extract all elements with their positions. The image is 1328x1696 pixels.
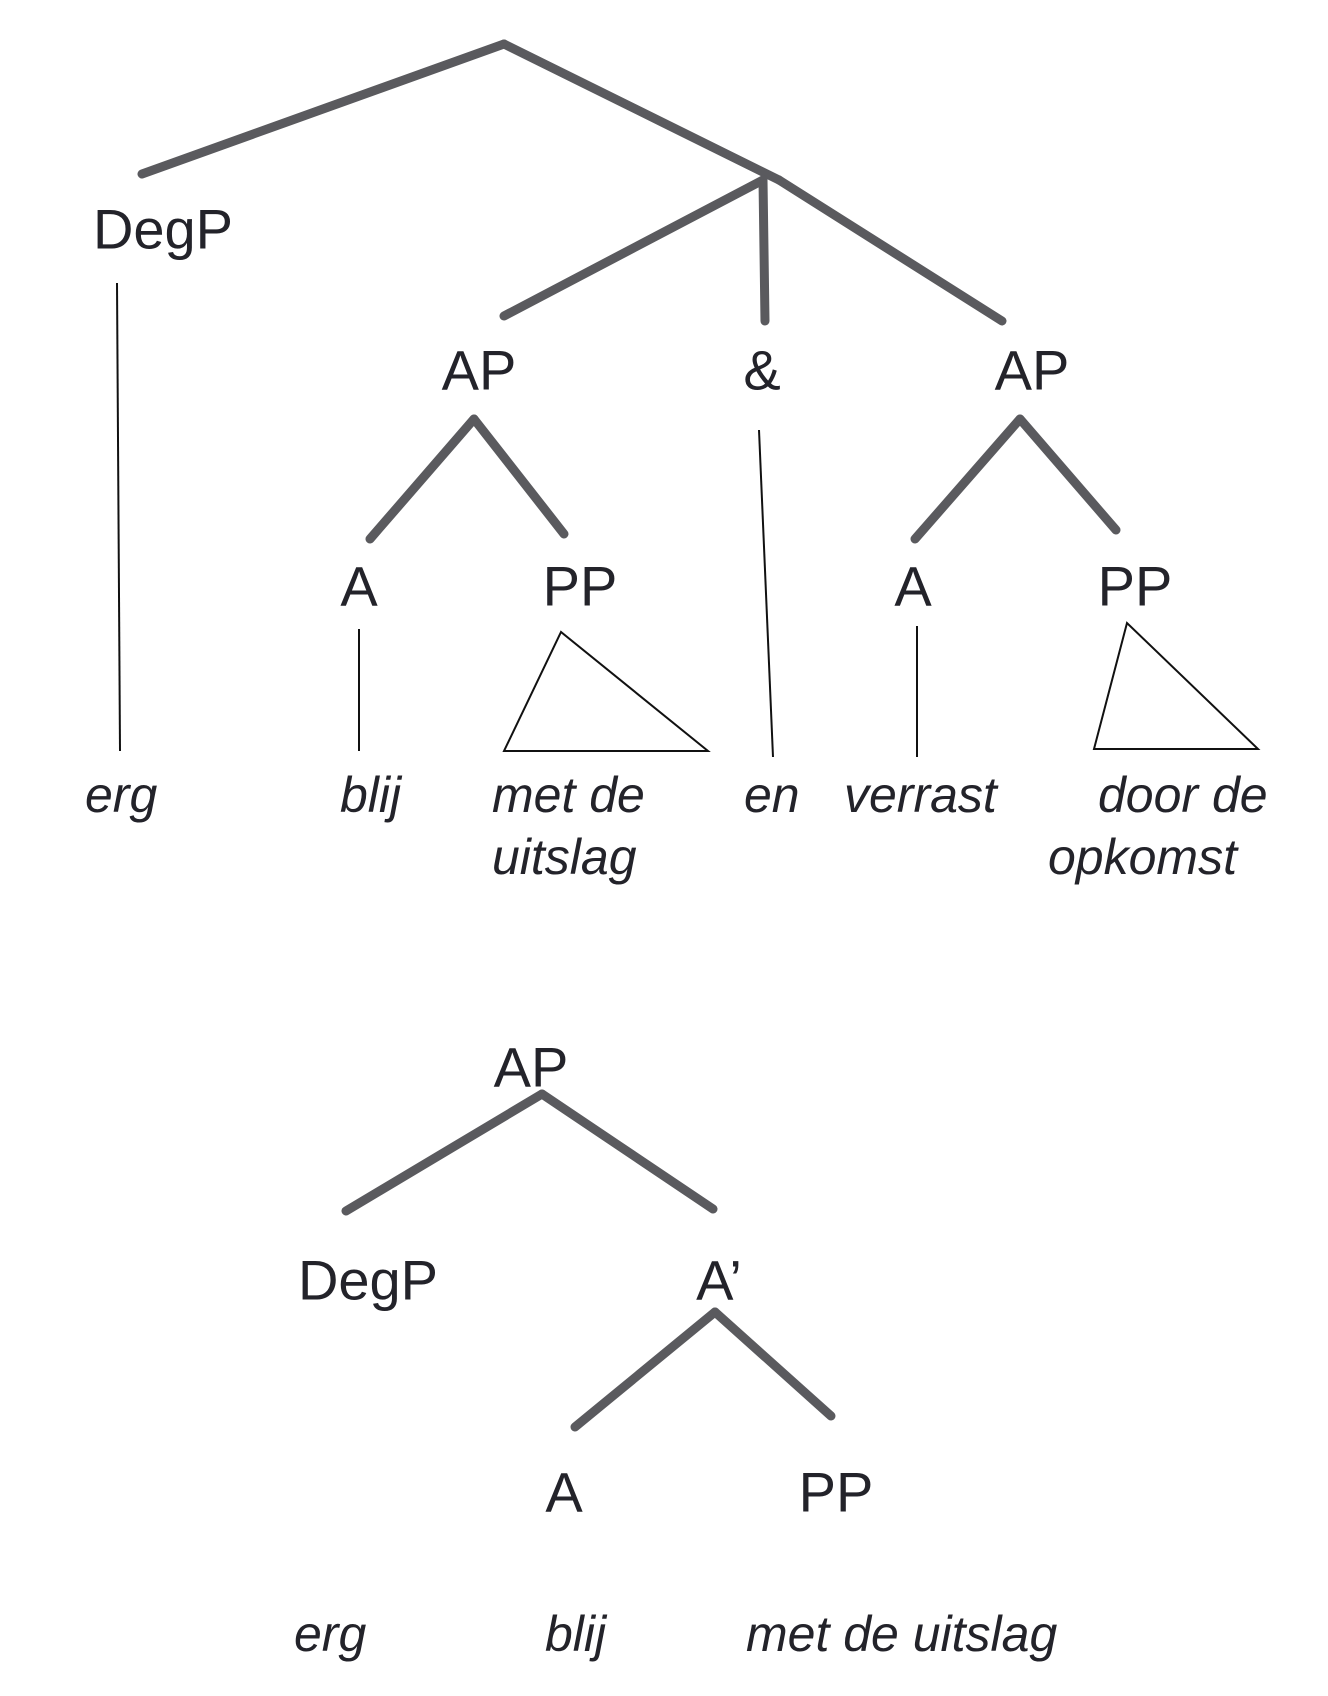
tree-2-words: erg blij met de uitslag bbox=[294, 1606, 1057, 1662]
branch-root-degp bbox=[137, 39, 509, 179]
node-a-left: A bbox=[340, 555, 378, 618]
node-a: A bbox=[545, 1461, 583, 1524]
line-conj-en bbox=[758, 429, 774, 758]
branch-ap-pp-left bbox=[469, 414, 569, 539]
tree-1-words: erg blij met de uitslag en verrast door … bbox=[85, 767, 1268, 885]
node-degp: DegP bbox=[93, 198, 233, 261]
tree-2-labels: AP DegP A’ A PP bbox=[298, 1036, 873, 1524]
node-pp-right: PP bbox=[1098, 555, 1173, 618]
line-degp-erg bbox=[116, 282, 121, 752]
word-door-de: door de bbox=[1098, 767, 1268, 823]
word-verrast: verrast bbox=[844, 767, 999, 823]
triangle-pp-left bbox=[502, 630, 711, 752]
node-a-right: A bbox=[894, 555, 932, 618]
branch-abar-a bbox=[570, 1307, 720, 1432]
tree-1-branches bbox=[116, 39, 1261, 758]
word-opkomst: opkomst bbox=[1048, 829, 1239, 885]
branch-ap-a-right bbox=[910, 414, 1025, 544]
node-ap-root: AP bbox=[494, 1036, 569, 1099]
branch-abar-pp bbox=[710, 1307, 836, 1421]
triangle-pp-right bbox=[1092, 621, 1261, 750]
branch-ap-abar bbox=[537, 1089, 718, 1214]
node-conj: & bbox=[743, 339, 780, 402]
branch-root-coord bbox=[499, 39, 784, 185]
tree-2-branches bbox=[341, 1089, 836, 1432]
word-erg: erg bbox=[294, 1606, 366, 1662]
branch-coord-ap-right bbox=[774, 175, 1007, 326]
branch-ap-pp-right bbox=[1015, 414, 1121, 535]
word-blij: blij bbox=[545, 1606, 608, 1662]
node-a-bar: A’ bbox=[696, 1249, 742, 1312]
node-ap-left: AP bbox=[442, 339, 517, 402]
branch-coord-conj bbox=[758, 175, 770, 326]
node-degp: DegP bbox=[298, 1249, 438, 1312]
branch-coord-ap-left bbox=[499, 175, 768, 321]
word-erg: erg bbox=[85, 767, 157, 823]
word-met-de-uitslag: met de uitslag bbox=[746, 1606, 1057, 1662]
tree-1-labels: DegP AP & AP A PP A PP bbox=[93, 198, 1172, 618]
branch-ap-a-left bbox=[365, 414, 479, 544]
word-blij: blij bbox=[340, 767, 403, 823]
word-en: en bbox=[744, 767, 800, 823]
branch-ap-degp bbox=[341, 1089, 547, 1216]
word-met-de: met de bbox=[492, 767, 645, 823]
node-pp: PP bbox=[799, 1461, 874, 1524]
node-ap-right: AP bbox=[995, 339, 1070, 402]
word-uitslag: uitslag bbox=[492, 829, 637, 885]
node-pp-left: PP bbox=[543, 555, 618, 618]
